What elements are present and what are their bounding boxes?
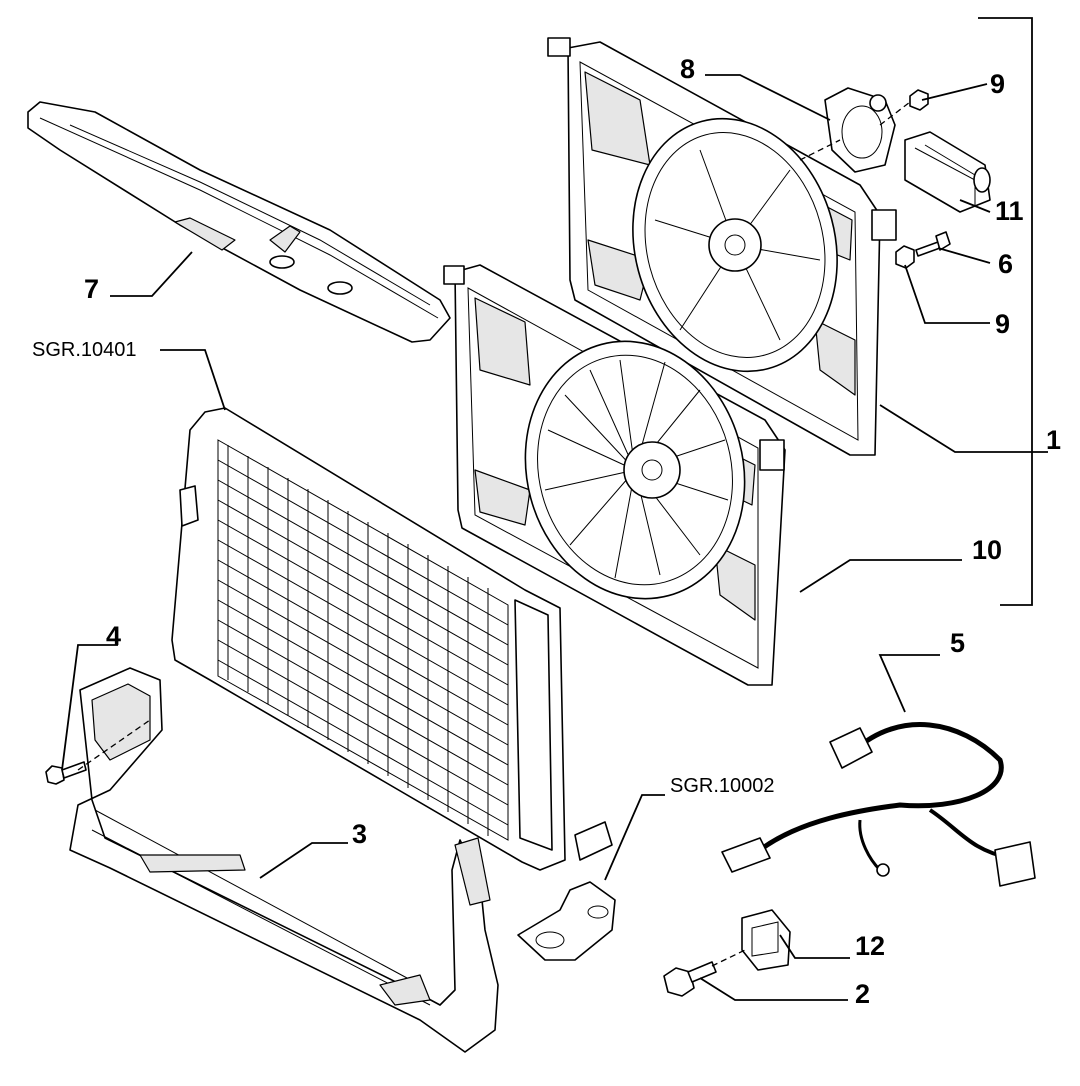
- callout-8: 8: [680, 54, 695, 84]
- callout-4: 4: [106, 621, 121, 651]
- reference-sgr-10401: SGR.10401: [32, 339, 137, 361]
- callout-12: 12: [855, 931, 885, 961]
- motor-mounting-ring: [824, 87, 896, 173]
- lower-air-deflector: [69, 667, 499, 1053]
- reference-sgr-10002: SGR.10002: [670, 775, 775, 797]
- fan-control-module: [904, 131, 991, 213]
- nut-lower: [895, 245, 915, 269]
- bolt-small: [915, 231, 951, 257]
- assembly-line-bolt: [77, 719, 151, 771]
- callout-3: 3: [352, 819, 367, 849]
- callout-9-lower: 9: [995, 309, 1010, 339]
- leader-lines: [61, 74, 1048, 1001]
- callout-6: 6: [998, 249, 1013, 279]
- retaining-clip: [741, 909, 791, 971]
- callout-2: 2: [855, 979, 870, 1009]
- mounting-bracket: [517, 881, 616, 961]
- nut-upper: [909, 89, 929, 111]
- assembly-line-ring: [799, 139, 841, 161]
- upper-cover-part: [27, 101, 451, 343]
- callout-5: 5: [950, 628, 965, 658]
- callout-11: 11: [995, 196, 1024, 226]
- radiator: [171, 407, 613, 871]
- assembly-line-screw: [711, 949, 746, 967]
- callout-9-upper: 9: [990, 69, 1005, 99]
- fan-shroud-front: [443, 264, 786, 686]
- wiring-harness: [721, 722, 1036, 887]
- callout-1: 1: [1046, 425, 1061, 455]
- group-bracket: [978, 17, 1033, 606]
- bolt-deflector: [45, 761, 87, 785]
- screw: [663, 961, 717, 997]
- callout-10: 10: [972, 535, 1002, 565]
- fan-shroud-assembly-rear: [547, 37, 897, 456]
- callout-7: 7: [84, 274, 99, 304]
- assembly-line-nut: [879, 101, 911, 126]
